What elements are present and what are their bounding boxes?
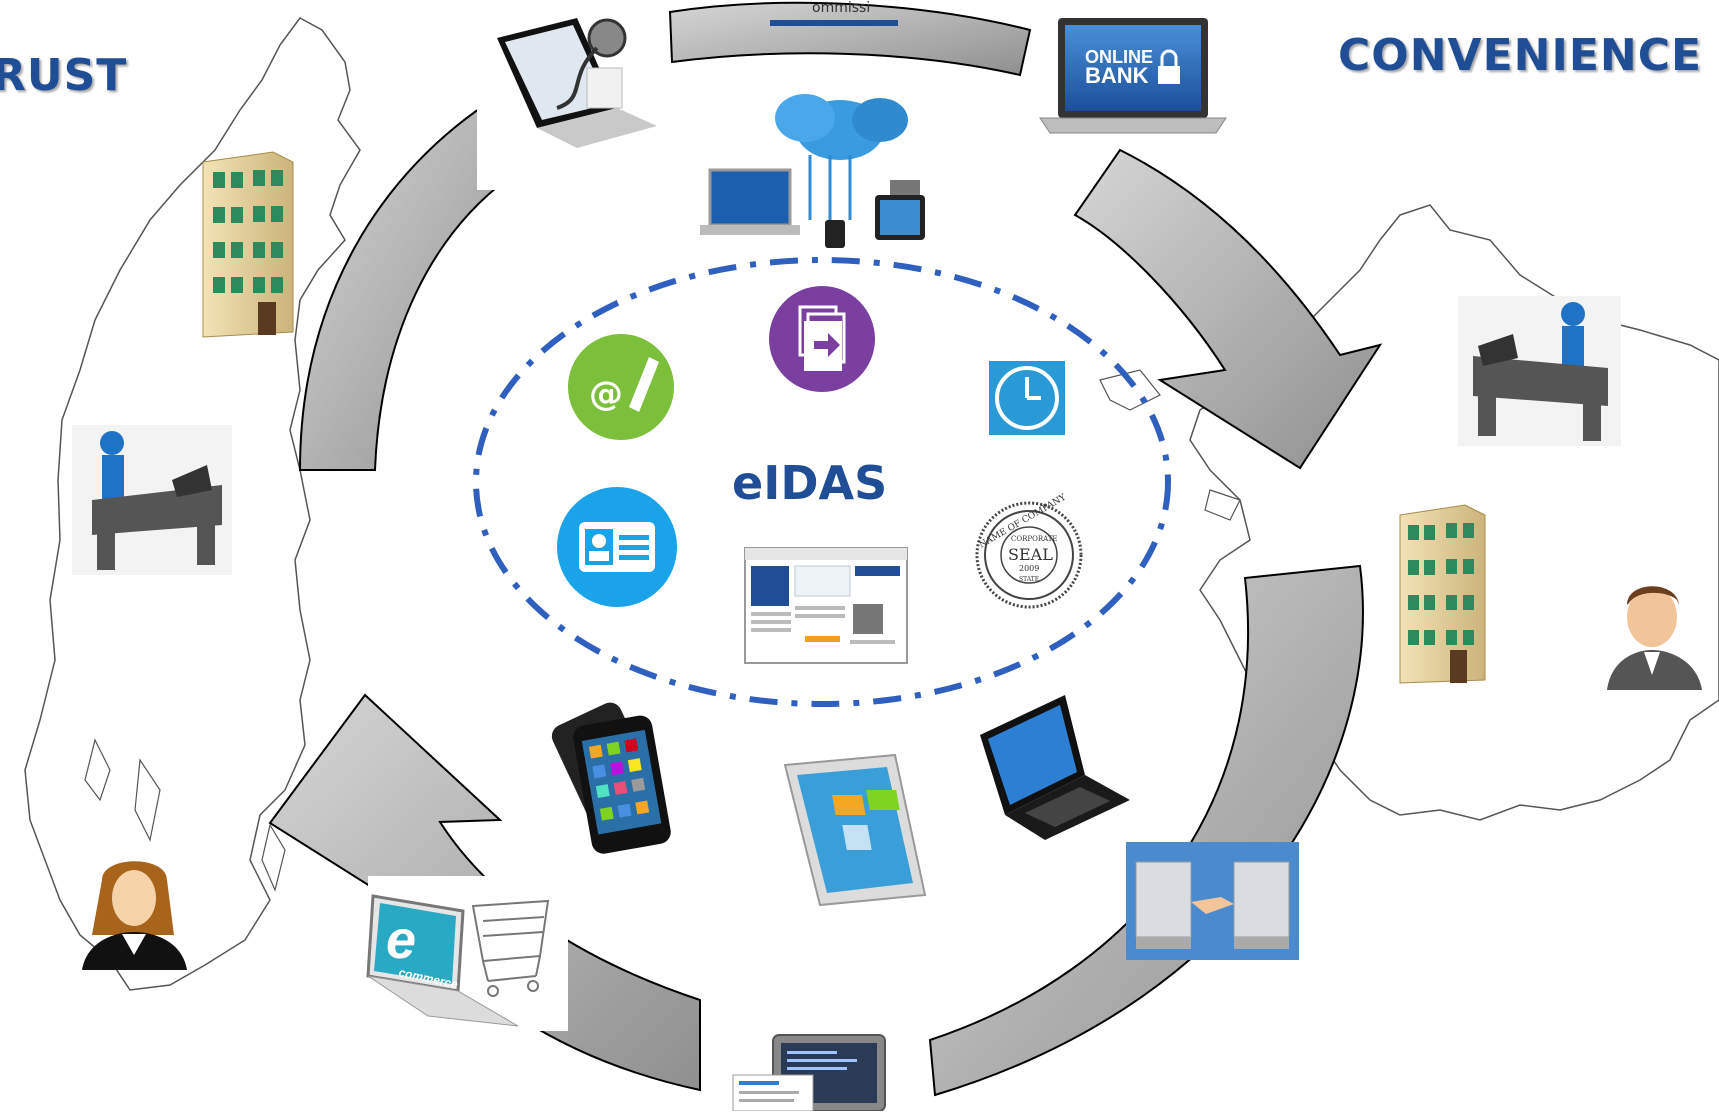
seal-year-text: 2009	[1019, 564, 1039, 573]
eidas-dashed-ellipse	[473, 257, 1171, 707]
ecommerce-letter: e	[386, 910, 416, 970]
e-commerce-laptop-icon: e commerce	[366, 876, 568, 1031]
online-bank-laptop-icon: ONLINE BANK	[1039, 18, 1227, 134]
lock-icon	[1158, 66, 1180, 84]
laptop-icon	[980, 695, 1130, 840]
arrow-top-right	[1073, 148, 1383, 470]
shopping-cart-icon	[471, 899, 550, 997]
seal-main-text: SEAL	[1008, 545, 1053, 564]
seal-inner-text: CORPORATE	[1011, 535, 1058, 543]
cloud-computing-icon	[690, 70, 940, 250]
website-authentication-icon	[744, 547, 908, 664]
top-banner-text: ommissi	[812, 0, 870, 16]
smartphone-icon	[551, 702, 671, 854]
woman-avatar-icon	[82, 861, 187, 970]
sweden-island	[261, 823, 286, 892]
document-transfer-icon	[769, 286, 875, 392]
office-building-icon-right	[1399, 504, 1486, 684]
office-building-icon-left	[202, 151, 294, 338]
bank-line1: ONLINE	[1085, 47, 1153, 67]
id-card-icon	[557, 487, 677, 607]
sweden-lake-1	[84, 738, 111, 802]
desktop-documents-icon	[732, 1034, 886, 1112]
arrow-bottom-right	[928, 564, 1364, 1097]
company-seal-icon: NAME OF COMPANY CORPORATE SEAL 2009 STAT…	[975, 492, 1083, 609]
handshake-screens-icon	[1126, 842, 1299, 960]
svg-text:@: @	[589, 374, 623, 414]
laptop-stethoscope-icon	[477, 8, 667, 190]
e-signature-icon: @	[568, 334, 674, 440]
person-at-desk-icon-left	[72, 425, 232, 575]
tablet-icon	[783, 753, 927, 907]
bank-line2: BANK	[1085, 63, 1149, 88]
man-avatar-icon	[1607, 586, 1702, 690]
arrow-top-arc	[668, 1, 1032, 77]
convenience-heading: CONVENIENCE	[1338, 30, 1703, 81]
eidas-label: eIDAS	[732, 456, 887, 510]
seal-bottom-text: STATE	[1019, 576, 1039, 583]
coast-fragment-1	[1099, 369, 1161, 411]
trust-heading: RUST	[0, 50, 128, 101]
person-at-desk-icon-right	[1458, 296, 1621, 446]
sweden-lake-2	[134, 758, 161, 842]
top-banner-bar	[770, 20, 898, 26]
timestamp-clock-icon	[989, 361, 1065, 435]
coast-fragment-2	[1204, 489, 1241, 521]
